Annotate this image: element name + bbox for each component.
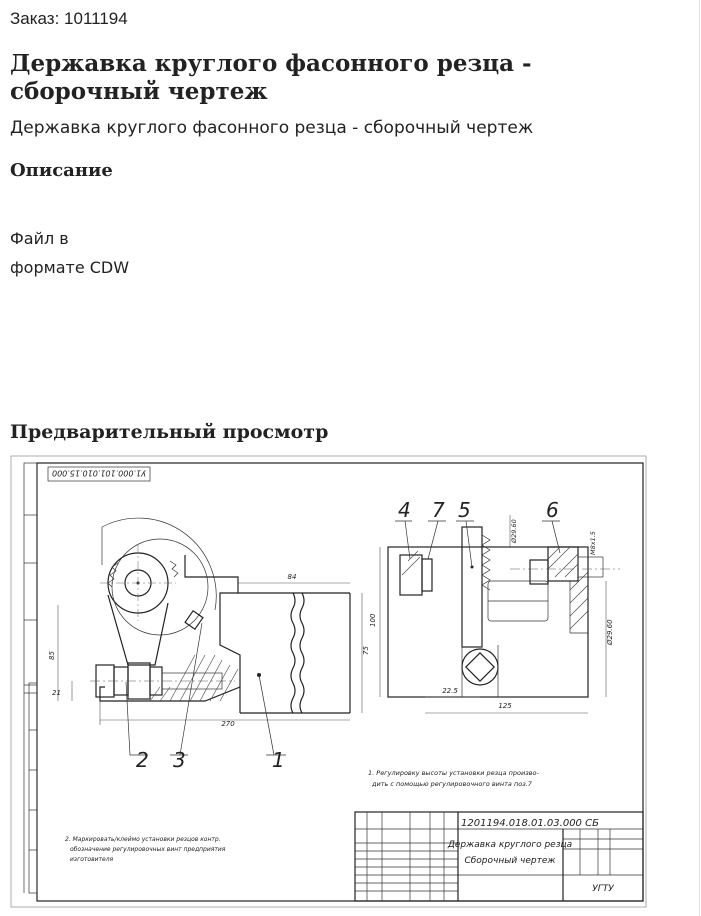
note-2-line-1: 2. Маркировать/клеймо установки резцов к… <box>65 836 221 843</box>
title-block-name-2: Сборочный чертеж <box>464 856 556 866</box>
callout-7: 7 <box>432 498 445 522</box>
svg-text:270: 270 <box>221 720 235 728</box>
callout-6: 6 <box>546 498 559 522</box>
callout-4: 4 <box>398 498 411 522</box>
svg-text:22.5: 22.5 <box>442 687 458 695</box>
front-view <box>90 517 351 714</box>
front-view-callouts: 2 3 1 <box>125 622 286 772</box>
preview-heading: Предварительный просмотр <box>10 421 329 443</box>
side-view <box>387 526 620 698</box>
left-margin-strip <box>23 462 38 894</box>
page-subtitle: Державка круглого фасонного резца - сбор… <box>10 118 534 138</box>
top-stamp-text: У1.000.101.010.15.000 <box>52 469 146 478</box>
doc-code: 1201194.018.01.03.000 СБ <box>461 818 599 829</box>
callout-5: 5 <box>458 498 471 522</box>
organization: УГТУ <box>592 884 614 894</box>
svg-text:85: 85 <box>48 651 56 660</box>
callout-3: 3 <box>173 748 186 772</box>
svg-text:100: 100 <box>369 613 377 627</box>
description-line: формате CDW <box>10 258 130 277</box>
description-line: Файл в <box>10 229 69 248</box>
note-2-line-2: обозначение регулировочных винт предприя… <box>70 846 226 853</box>
description-body: Файл в формате CDW <box>10 224 129 282</box>
svg-text:Ø29.60: Ø29.60 <box>510 519 518 544</box>
front-view-dimensions: 84 75 85 21 270 <box>48 573 370 728</box>
title-block <box>354 811 644 902</box>
sheet-outline <box>10 455 647 908</box>
callout-2: 2 <box>136 748 149 772</box>
note-1-line-2: дить с помощью регулировочного винта поз… <box>371 780 533 788</box>
page-edge <box>699 0 700 916</box>
svg-text:84: 84 <box>288 573 297 581</box>
description-heading: Описание <box>10 160 113 181</box>
note-1-line-1: 1. Регулировку высоты установки резца пр… <box>368 769 539 777</box>
page-title: Державка круглого фасонного резца - сбор… <box>10 50 532 105</box>
svg-text:75: 75 <box>362 646 370 655</box>
title-block-name-1: Державка круглого резца <box>447 840 572 850</box>
note-2-line-3: изготовителя <box>70 856 114 863</box>
svg-text:Ø29.60: Ø29.60 <box>606 619 614 646</box>
top-stamp-box <box>47 466 151 482</box>
side-view-dimensions: 100 125 22.5 Ø29.60 Ø29.60 M8х1.5 <box>369 515 614 714</box>
svg-text:21: 21 <box>52 689 61 697</box>
svg-text:125: 125 <box>498 702 512 710</box>
callout-1: 1 <box>272 748 285 772</box>
side-view-callouts: 4 7 5 6 <box>395 498 561 568</box>
svg-text:M8х1.5: M8х1.5 <box>589 531 597 555</box>
drawing-preview-image[interactable]: У1.000.101.010.15.000 <box>10 455 647 908</box>
order-number: Заказ: 1011194 <box>10 9 128 28</box>
